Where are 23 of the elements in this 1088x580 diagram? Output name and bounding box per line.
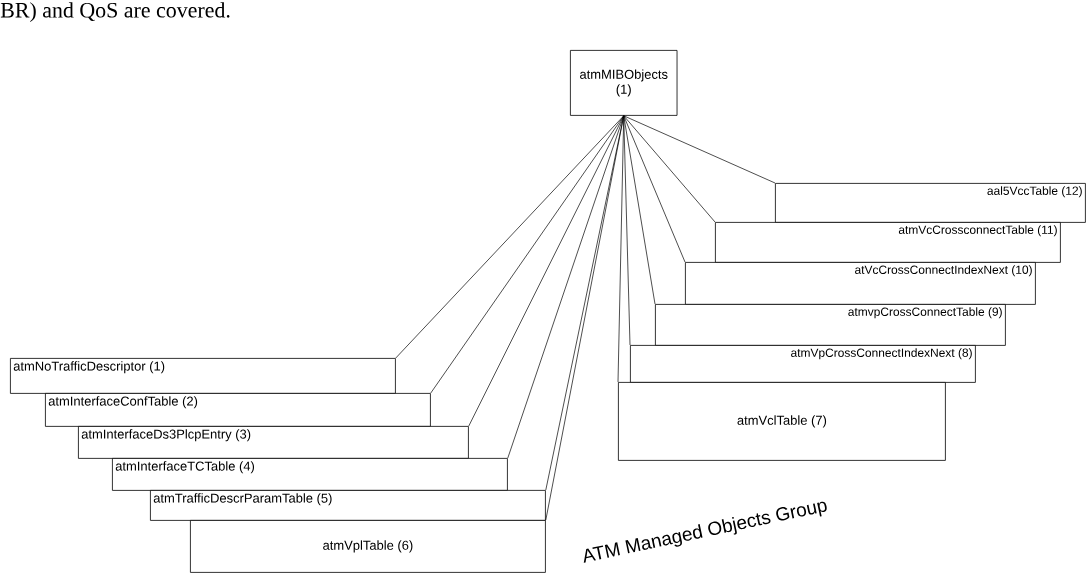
connector-line: [623, 115, 631, 346]
connector-line: [623, 115, 776, 184]
root-box: atmMIBObjects (1): [570, 50, 678, 116]
table-box: atmvpCrossConnectTable (9): [655, 304, 1006, 346]
connector-line: [507, 115, 625, 459]
table-box: atmInterfaceDs3PlcpEntry (3): [78, 426, 469, 459]
connector-line: [623, 115, 656, 305]
table-box: atmVclTable (7): [618, 382, 946, 461]
table-box: atmVpCrossConnectIndexNext (8): [630, 345, 976, 383]
table-box: atmTrafficDescrParamTable (5): [150, 490, 546, 521]
table-box: atVcCrossConnectIndexNext (10): [685, 262, 1036, 305]
connector-line: [623, 115, 716, 223]
body-text: BR) and QoS are covered.: [0, 2, 230, 23]
table-box: atmNoTrafficDescriptor (1): [10, 358, 396, 394]
table-box: atmVplTable (6): [190, 520, 546, 573]
caption: ATM Managed Objects Group: [583, 501, 827, 563]
connector-line: [623, 115, 686, 263]
table-box: atmInterfaceConfTable (2): [45, 393, 431, 427]
table-box: atmVcCrossconnectTable (11): [715, 222, 1061, 263]
table-box: atmInterfaceTCTable (4): [112, 458, 508, 491]
connector-line: [430, 115, 625, 394]
connector-line: [395, 115, 625, 359]
table-box: aal5VccTable (12): [775, 183, 1086, 223]
